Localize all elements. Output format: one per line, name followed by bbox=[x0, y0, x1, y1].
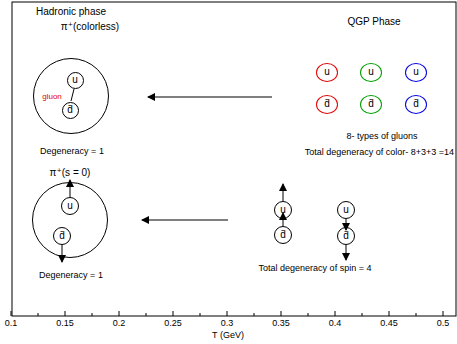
quark-circle: u bbox=[316, 63, 338, 82]
note-label: Total degeneracy of spin = 4 bbox=[259, 264, 372, 273]
tick-label: 0.25 bbox=[164, 319, 182, 328]
quark-label: d̄ bbox=[413, 99, 419, 109]
plot-frame bbox=[12, 2, 456, 316]
quark-circle: u bbox=[61, 197, 79, 215]
particle-label: π⁺(s = 0) bbox=[50, 168, 91, 178]
quark-circle: u bbox=[274, 201, 292, 219]
note-label: 8- types of gluons bbox=[346, 132, 417, 141]
phase-heading: QGP Phase bbox=[347, 17, 400, 27]
quark-label: u bbox=[280, 205, 286, 215]
tick-label: 0.15 bbox=[56, 319, 74, 328]
antiquark-circle: d̄ bbox=[337, 227, 355, 245]
particle-label: π⁺(colorless) bbox=[61, 22, 119, 32]
tick-label: 0.2 bbox=[113, 319, 126, 328]
axis-title: T (GeV) bbox=[212, 331, 244, 340]
quark-label: d̄ bbox=[368, 99, 374, 109]
transition-arrow bbox=[148, 97, 272, 98]
quark-circle: u bbox=[360, 63, 382, 82]
antiquark-circle: d̄ bbox=[316, 95, 338, 114]
quark-label: u bbox=[72, 75, 78, 85]
tick-label: 0.4 bbox=[329, 319, 342, 328]
quark-label: d̄ bbox=[324, 99, 330, 109]
quark-label: u bbox=[413, 67, 419, 77]
axis-ticks bbox=[11, 311, 443, 316]
note-label: Total degeneracy of color- 8+3+3 =14 bbox=[305, 148, 454, 157]
gluon-string bbox=[71, 89, 74, 101]
degeneracy-label: Degeneracy = 1 bbox=[39, 271, 103, 280]
quark-label: u bbox=[343, 205, 349, 215]
tick-label: 0.35 bbox=[272, 319, 290, 328]
meson-circle: Degeneracy = 1ud̄ bbox=[32, 182, 108, 258]
phase-heading: Hadronic phase bbox=[36, 7, 106, 17]
tick-label: 0.45 bbox=[380, 319, 398, 328]
tick-label: 0.1 bbox=[5, 319, 18, 328]
meson-circle: gluonDegeneracy = 1ud̄ bbox=[33, 58, 109, 134]
quark-label: d̄ bbox=[280, 230, 286, 240]
quark-label: d̄ bbox=[59, 231, 65, 241]
tick-label: 0.3 bbox=[221, 319, 234, 328]
degeneracy-label: Degeneracy = 1 bbox=[40, 147, 104, 156]
quark-circle: u bbox=[67, 72, 84, 89]
antiquark-circle: d̄ bbox=[360, 95, 382, 114]
quark-label: u bbox=[67, 201, 73, 211]
antiquark-circle: d̄ bbox=[53, 227, 71, 245]
quark-label: d̄ bbox=[67, 105, 73, 115]
gluon-label: gluon bbox=[42, 93, 62, 101]
quark-label: u bbox=[324, 67, 330, 77]
tick-label: 0.5 bbox=[437, 319, 450, 328]
transition-arrow bbox=[142, 220, 228, 221]
antiquark-circle: d̄ bbox=[274, 226, 292, 244]
antiquark-circle: d̄ bbox=[405, 95, 427, 114]
quark-label: d̄ bbox=[343, 231, 349, 241]
antiquark-circle: d̄ bbox=[62, 102, 79, 119]
quark-label: u bbox=[368, 67, 374, 77]
quark-circle: u bbox=[405, 63, 427, 82]
spin-arrows bbox=[62, 180, 346, 262]
quark-circle: u bbox=[337, 201, 355, 219]
